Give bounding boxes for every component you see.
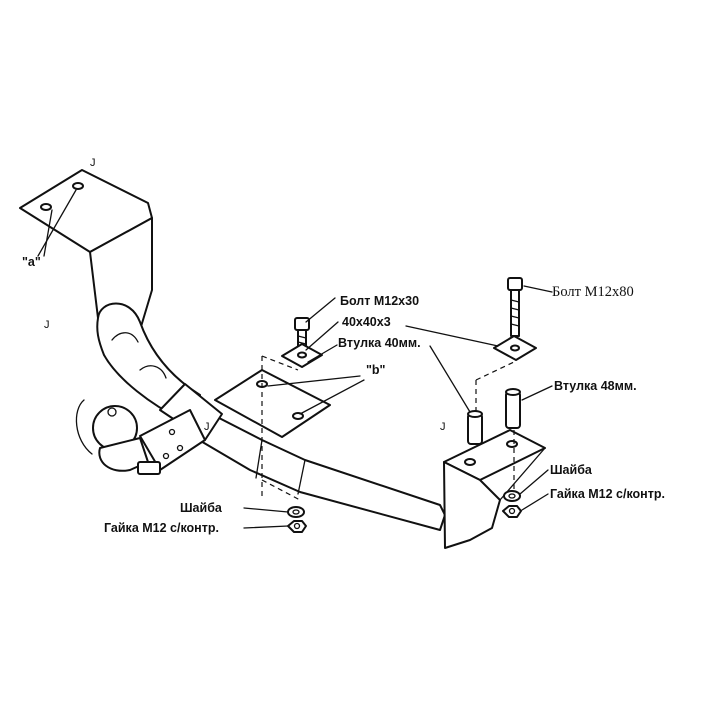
label-bolt-m12x80: Болт М12х80: [552, 284, 634, 300]
right-mounting-bracket: [443, 429, 546, 549]
label-nut-right: Гайка М12 с/контр.: [550, 487, 665, 501]
bolt-hole-a2: [40, 203, 52, 211]
leader-lines: [37, 189, 553, 529]
nut-left-part: [287, 520, 307, 533]
left-mounting-bracket: [19, 169, 153, 331]
label-washer-left: Шайба: [180, 501, 223, 515]
label-b: "b": [366, 363, 386, 377]
left-guide-line-2: [261, 355, 299, 371]
ball-nut: [137, 461, 161, 475]
sleeve-48mm: [505, 388, 521, 429]
left-guide-line-3: [261, 479, 301, 501]
label-bolt-m12x30: Болт М12х30: [340, 294, 419, 308]
plate-40x40x3-right: [493, 335, 537, 361]
nut-right-part: [502, 505, 522, 518]
bolt-hole-b2: [292, 412, 304, 420]
label-washer-right: Шайба: [550, 463, 593, 477]
washer-right-part: [503, 490, 521, 502]
tow-ball-assembly: [75, 383, 223, 475]
plate-40x40x3-left: [281, 343, 323, 368]
label-a: "a": [22, 255, 41, 269]
label-nut-left: Гайка М12 с/контр.: [104, 521, 219, 535]
bolt-hole-right1: [464, 458, 476, 466]
mark-j2: J: [44, 319, 50, 331]
mark-j3: J: [204, 421, 210, 433]
right-guide-line-2: [475, 361, 515, 381]
bolt-hole-a1: [72, 182, 84, 190]
mark-j1: J: [90, 157, 96, 169]
sleeve-40mm: [467, 410, 483, 445]
bolt-m12x80-part: [507, 277, 523, 337]
label-sleeve-48: Втулка 48мм.: [554, 379, 637, 393]
mark-j4: J: [440, 421, 446, 433]
washer-left-part: [287, 506, 305, 518]
label-sleeve-40: Втулка 40мм.: [338, 336, 421, 350]
center-mounting-plate: [214, 369, 331, 438]
label-plate-40x40x3: 40х40х3: [342, 315, 391, 329]
bolt-hole-right2: [506, 440, 518, 448]
